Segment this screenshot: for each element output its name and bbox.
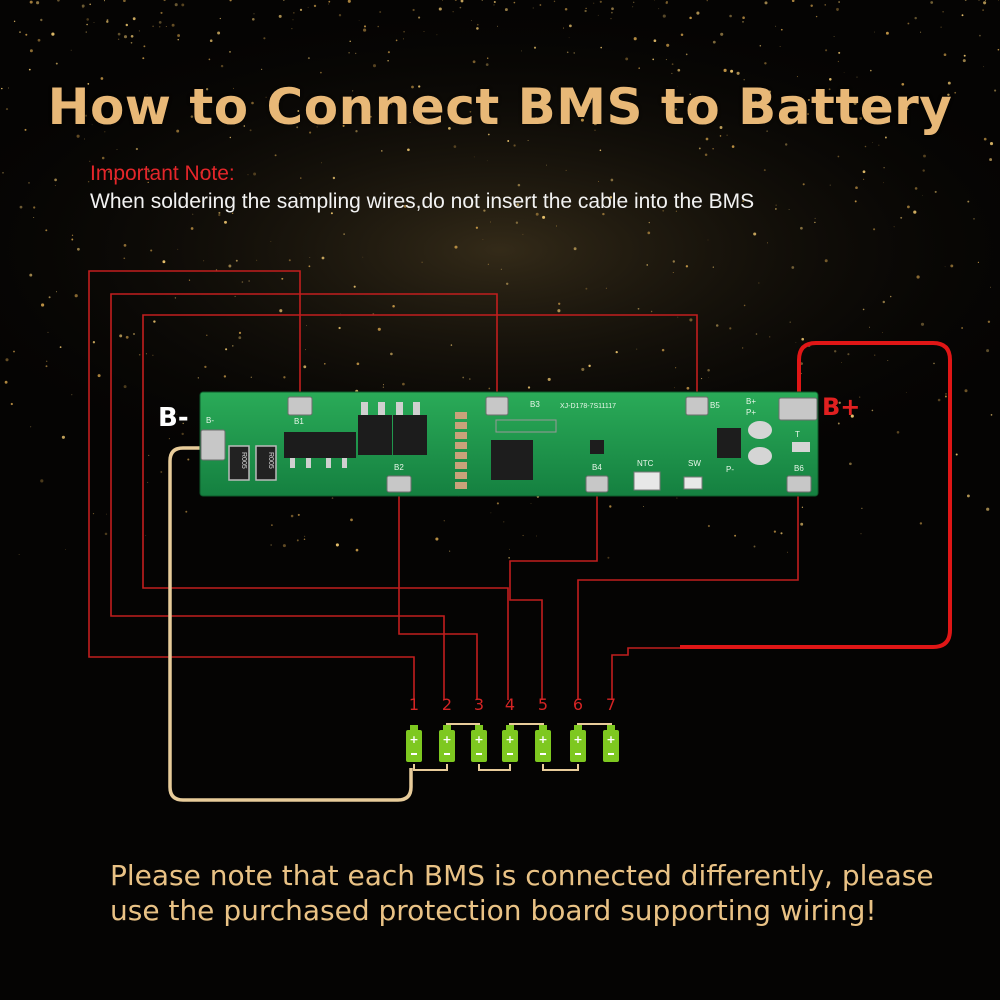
note-heading: Important Note:	[90, 162, 235, 185]
cell-plus-icon: +	[474, 733, 483, 746]
cell-minus-icon	[411, 753, 417, 755]
terminal-number: 3	[474, 695, 484, 714]
bplus-wire	[680, 341, 952, 649]
silk-b-minus: B-	[206, 416, 214, 425]
terminal-numbers: 1 2 3 4 5 6 7	[409, 695, 616, 714]
terminal-number: 2	[442, 695, 452, 714]
silk-r005a: R005	[240, 452, 247, 469]
cell-plus-icon: +	[573, 733, 582, 746]
gold-sparkles	[1, 0, 1000, 559]
silk-b4: B4	[592, 463, 602, 472]
silk-b5: B5	[710, 401, 720, 410]
pad-b-minus	[200, 429, 226, 461]
silk-ntc: NTC	[637, 459, 654, 468]
silk-p-minus: P-	[726, 465, 734, 474]
cell-link	[509, 723, 544, 730]
pad-b2	[386, 475, 412, 493]
capacitor-column	[455, 412, 467, 489]
silk-sw: SW	[688, 459, 701, 468]
wire-5	[509, 484, 598, 700]
background	[0, 0, 1000, 559]
silk-r005b: R005	[267, 452, 274, 469]
shunt-resistors: R005 R005	[228, 445, 277, 481]
wire-7	[611, 647, 700, 700]
bms-board: B- B1 B2 B3 B4 B5 B6 B+ P+ P- T NTC SW X…	[199, 391, 819, 497]
wire-2	[110, 293, 498, 700]
cell-link	[542, 764, 579, 771]
b-plus-label: B+	[822, 393, 861, 421]
bminus-wire	[168, 446, 413, 802]
controller-ic	[491, 419, 557, 480]
mosfets	[284, 402, 427, 468]
wire-1	[88, 270, 415, 700]
battery-cells: + + + + + + +	[406, 723, 619, 771]
cell-link	[413, 764, 448, 771]
pad-b3	[485, 396, 509, 416]
pad-b6	[786, 475, 812, 493]
cell-minus-icon	[476, 753, 482, 755]
silk-p-plus: P+	[746, 408, 756, 417]
battery-cell: +	[406, 725, 422, 762]
cell-plus-icon: +	[606, 733, 615, 746]
cell-plus-icon: +	[505, 733, 514, 746]
silk-t: T	[795, 430, 800, 439]
cell-minus-icon	[575, 753, 581, 755]
cell-minus-icon	[608, 753, 614, 755]
bottom-note-line-1: Please note that each BMS is connected d…	[110, 859, 934, 892]
bottom-note: Please note that each BMS is connected d…	[110, 858, 970, 928]
terminal-number: 5	[538, 695, 548, 714]
b-minus-label: B-	[158, 403, 189, 433]
pad-b1	[287, 396, 313, 416]
silk-b1: B1	[294, 417, 304, 426]
terminal-number: 1	[409, 695, 419, 714]
sampling-wires	[88, 270, 799, 700]
cell-minus-icon	[540, 753, 546, 755]
wire-3	[398, 484, 478, 700]
silk-b-plus: B+	[746, 397, 756, 406]
cell-link	[577, 723, 612, 730]
silk-b6: B6	[794, 464, 804, 473]
battery-cell: +	[502, 725, 518, 762]
cell-link	[478, 764, 511, 771]
pad-b4	[585, 475, 609, 493]
silk-b3: B3	[530, 400, 540, 409]
cell-minus-icon	[507, 753, 513, 755]
silk-b2: B2	[394, 463, 404, 472]
cell-link	[446, 723, 480, 730]
bottom-note-line-2: use the purchased protection board suppo…	[110, 894, 877, 927]
battery-cell: +	[471, 725, 487, 762]
wire-6	[577, 484, 799, 700]
pad-b-plus	[778, 397, 818, 421]
terminal-number: 6	[573, 695, 583, 714]
cell-plus-icon: +	[442, 733, 451, 746]
wire-4	[142, 314, 698, 700]
cell-minus-icon	[444, 753, 450, 755]
misc-parts	[590, 421, 810, 491]
pad-b5	[685, 396, 709, 416]
battery-cell: +	[439, 725, 455, 762]
terminal-number: 4	[505, 695, 515, 714]
note-body: When soldering the sampling wires,do not…	[90, 190, 755, 213]
silk-model: XJ-D178-7S11117	[560, 403, 616, 410]
battery-cell: +	[570, 725, 586, 762]
terminal-number: 7	[606, 695, 616, 714]
battery-cell: +	[603, 725, 619, 762]
cell-plus-icon: +	[538, 733, 547, 746]
cell-plus-icon: +	[409, 733, 418, 746]
battery-cell: +	[535, 725, 551, 762]
page-title: How to Connect BMS to Battery	[47, 78, 953, 136]
